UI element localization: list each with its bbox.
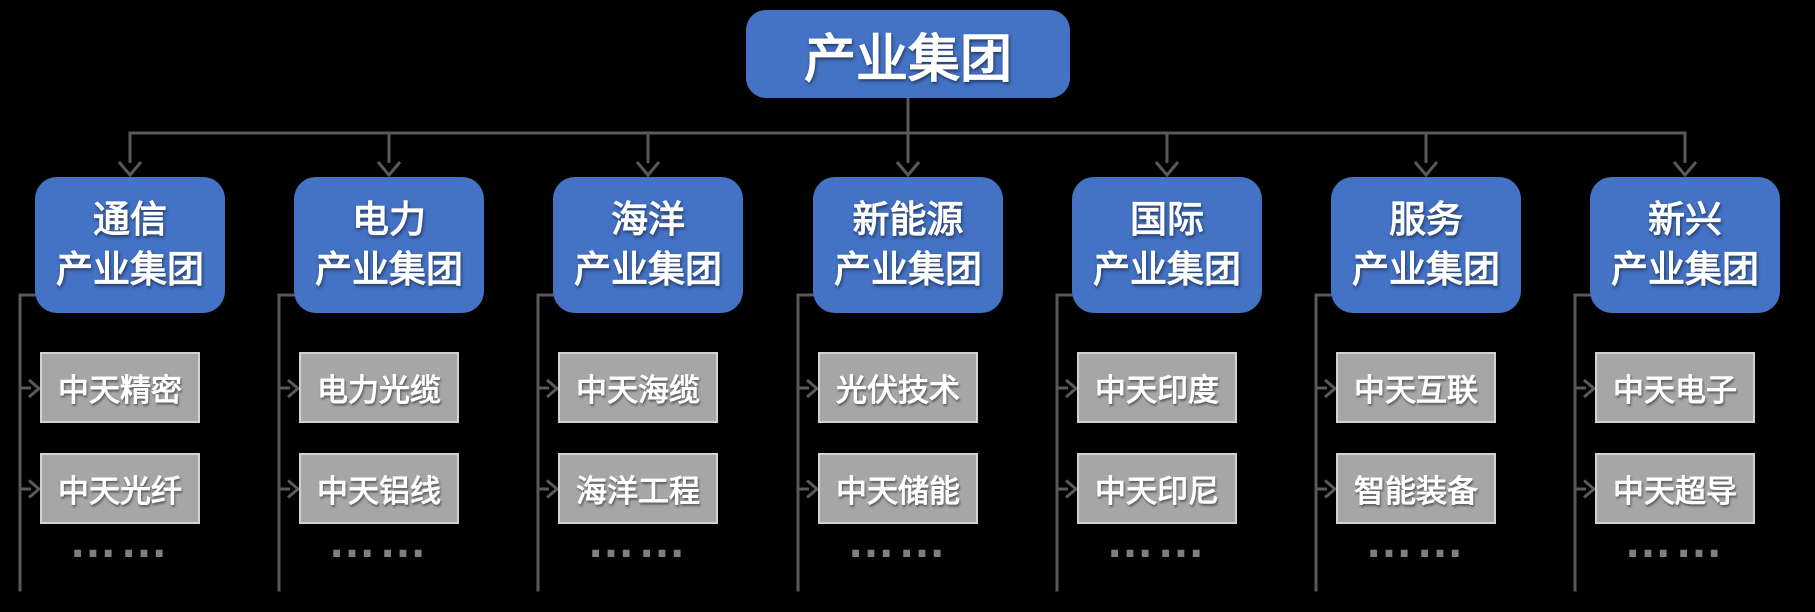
group-title-line1: 服务 bbox=[1389, 199, 1463, 241]
subsidiary-box: 中天光纤 bbox=[40, 453, 200, 524]
connector-column-1 bbox=[18, 133, 143, 592]
arrow-down-icon bbox=[1672, 161, 1698, 178]
subsidiary-box: 中天海缆 bbox=[558, 352, 718, 423]
arrow-right-icon bbox=[546, 479, 560, 499]
root-group-box: 产业集团 bbox=[746, 10, 1070, 98]
subsidiary-box: 中天印度 bbox=[1077, 352, 1237, 423]
arrow-right-icon bbox=[1583, 479, 1597, 499]
more-ellipsis: …… bbox=[1106, 515, 1208, 568]
group-title-line1: 新能源 bbox=[852, 199, 964, 241]
group-column-marine: 海洋 产业集团 中天海缆 海洋工程 …… bbox=[518, 0, 778, 612]
group-box-emerging: 新兴 产业集团 bbox=[1590, 177, 1780, 313]
subsidiary-box: 中天储能 bbox=[818, 453, 978, 524]
subsidiary-box: 光伏技术 bbox=[818, 352, 978, 423]
more-ellipsis: …… bbox=[69, 515, 171, 568]
connector-column-6 bbox=[1314, 133, 1439, 592]
connector-column-7 bbox=[1573, 133, 1698, 592]
subsidiary-box: 中天铝线 bbox=[299, 453, 459, 524]
group-box-services: 服务 产业集团 bbox=[1331, 177, 1521, 313]
arrow-down-icon bbox=[117, 161, 143, 178]
group-title-line2: 产业集团 bbox=[1352, 249, 1500, 290]
group-title-line2: 产业集团 bbox=[1093, 249, 1241, 290]
group-box-new-energy: 新能源 产业集团 bbox=[813, 177, 1003, 313]
group-column-international: 国际 产业集团 中天印度 中天印尼 …… bbox=[1037, 0, 1297, 612]
group-title-line2: 产业集团 bbox=[834, 249, 982, 290]
arrow-right-icon bbox=[1583, 378, 1597, 399]
arrow-right-icon bbox=[287, 479, 301, 499]
group-title-line1: 通信 bbox=[93, 199, 167, 241]
more-ellipsis: …… bbox=[587, 515, 689, 568]
group-title-line1: 新兴 bbox=[1648, 199, 1722, 241]
group-column-communications: 通信 产业集团 中天精密 中天光纤 …… bbox=[0, 0, 260, 612]
arrow-right-icon bbox=[287, 378, 301, 399]
subsidiary-box: 中天精密 bbox=[40, 352, 200, 423]
group-column-power: 电力 产业集团 电力光缆 中天铝线 …… bbox=[259, 0, 519, 612]
root-group-label: 产业集团 bbox=[803, 30, 1012, 89]
arrow-right-icon bbox=[806, 479, 820, 499]
arrow-right-icon bbox=[806, 378, 820, 399]
group-title-line1: 电力 bbox=[352, 199, 426, 241]
arrow-down-icon bbox=[376, 161, 402, 178]
arrow-right-icon bbox=[546, 378, 560, 399]
group-box-communications: 通信 产业集团 bbox=[35, 177, 225, 313]
subsidiary-box: 中天互联 bbox=[1336, 352, 1496, 423]
group-title-line1: 海洋 bbox=[611, 199, 685, 241]
group-title-line2: 产业集团 bbox=[1611, 249, 1759, 290]
group-title-line1: 国际 bbox=[1130, 199, 1204, 241]
arrow-right-icon bbox=[28, 378, 42, 399]
arrow-down-icon bbox=[635, 161, 661, 178]
group-column-new-energy: 新能源 产业集团 光伏技术 中天储能 …… bbox=[778, 0, 1038, 612]
connector-column-3 bbox=[536, 133, 661, 592]
arrow-down-icon bbox=[1413, 161, 1439, 178]
subsidiary-box: 海洋工程 bbox=[558, 453, 718, 524]
connector-column-5 bbox=[1055, 133, 1180, 592]
group-title-line2: 产业集团 bbox=[574, 249, 722, 290]
more-ellipsis: …… bbox=[1365, 515, 1467, 568]
group-box-power: 电力 产业集团 bbox=[294, 177, 484, 313]
more-ellipsis: …… bbox=[1624, 515, 1726, 568]
connector-column-2 bbox=[277, 133, 402, 592]
arrow-right-icon bbox=[28, 479, 42, 499]
subsidiary-box: 中天超导 bbox=[1595, 453, 1755, 524]
subsidiary-box: 智能装备 bbox=[1336, 453, 1496, 524]
group-box-marine: 海洋 产业集团 bbox=[553, 177, 743, 313]
group-title-line2: 产业集团 bbox=[56, 249, 204, 290]
connector-column-4 bbox=[796, 133, 921, 592]
more-ellipsis: …… bbox=[328, 515, 430, 568]
subsidiary-box: 中天印尼 bbox=[1077, 453, 1237, 524]
group-box-international: 国际 产业集团 bbox=[1072, 177, 1262, 313]
group-column-services: 服务 产业集团 中天互联 智能装备 …… bbox=[1296, 0, 1556, 612]
more-ellipsis: …… bbox=[847, 515, 949, 568]
arrow-right-icon bbox=[1065, 479, 1079, 499]
subsidiary-box: 电力光缆 bbox=[299, 352, 459, 423]
arrow-right-icon bbox=[1065, 378, 1079, 399]
group-column-emerging: 新兴 产业集团 中天电子 中天超导 …… bbox=[1555, 0, 1815, 612]
arrow-down-icon bbox=[1154, 161, 1180, 178]
subsidiary-box: 中天电子 bbox=[1595, 352, 1755, 423]
group-title-line2: 产业集团 bbox=[315, 249, 463, 290]
arrow-right-icon bbox=[1324, 479, 1338, 499]
arrow-right-icon bbox=[1324, 378, 1338, 399]
arrow-down-icon bbox=[895, 161, 921, 178]
